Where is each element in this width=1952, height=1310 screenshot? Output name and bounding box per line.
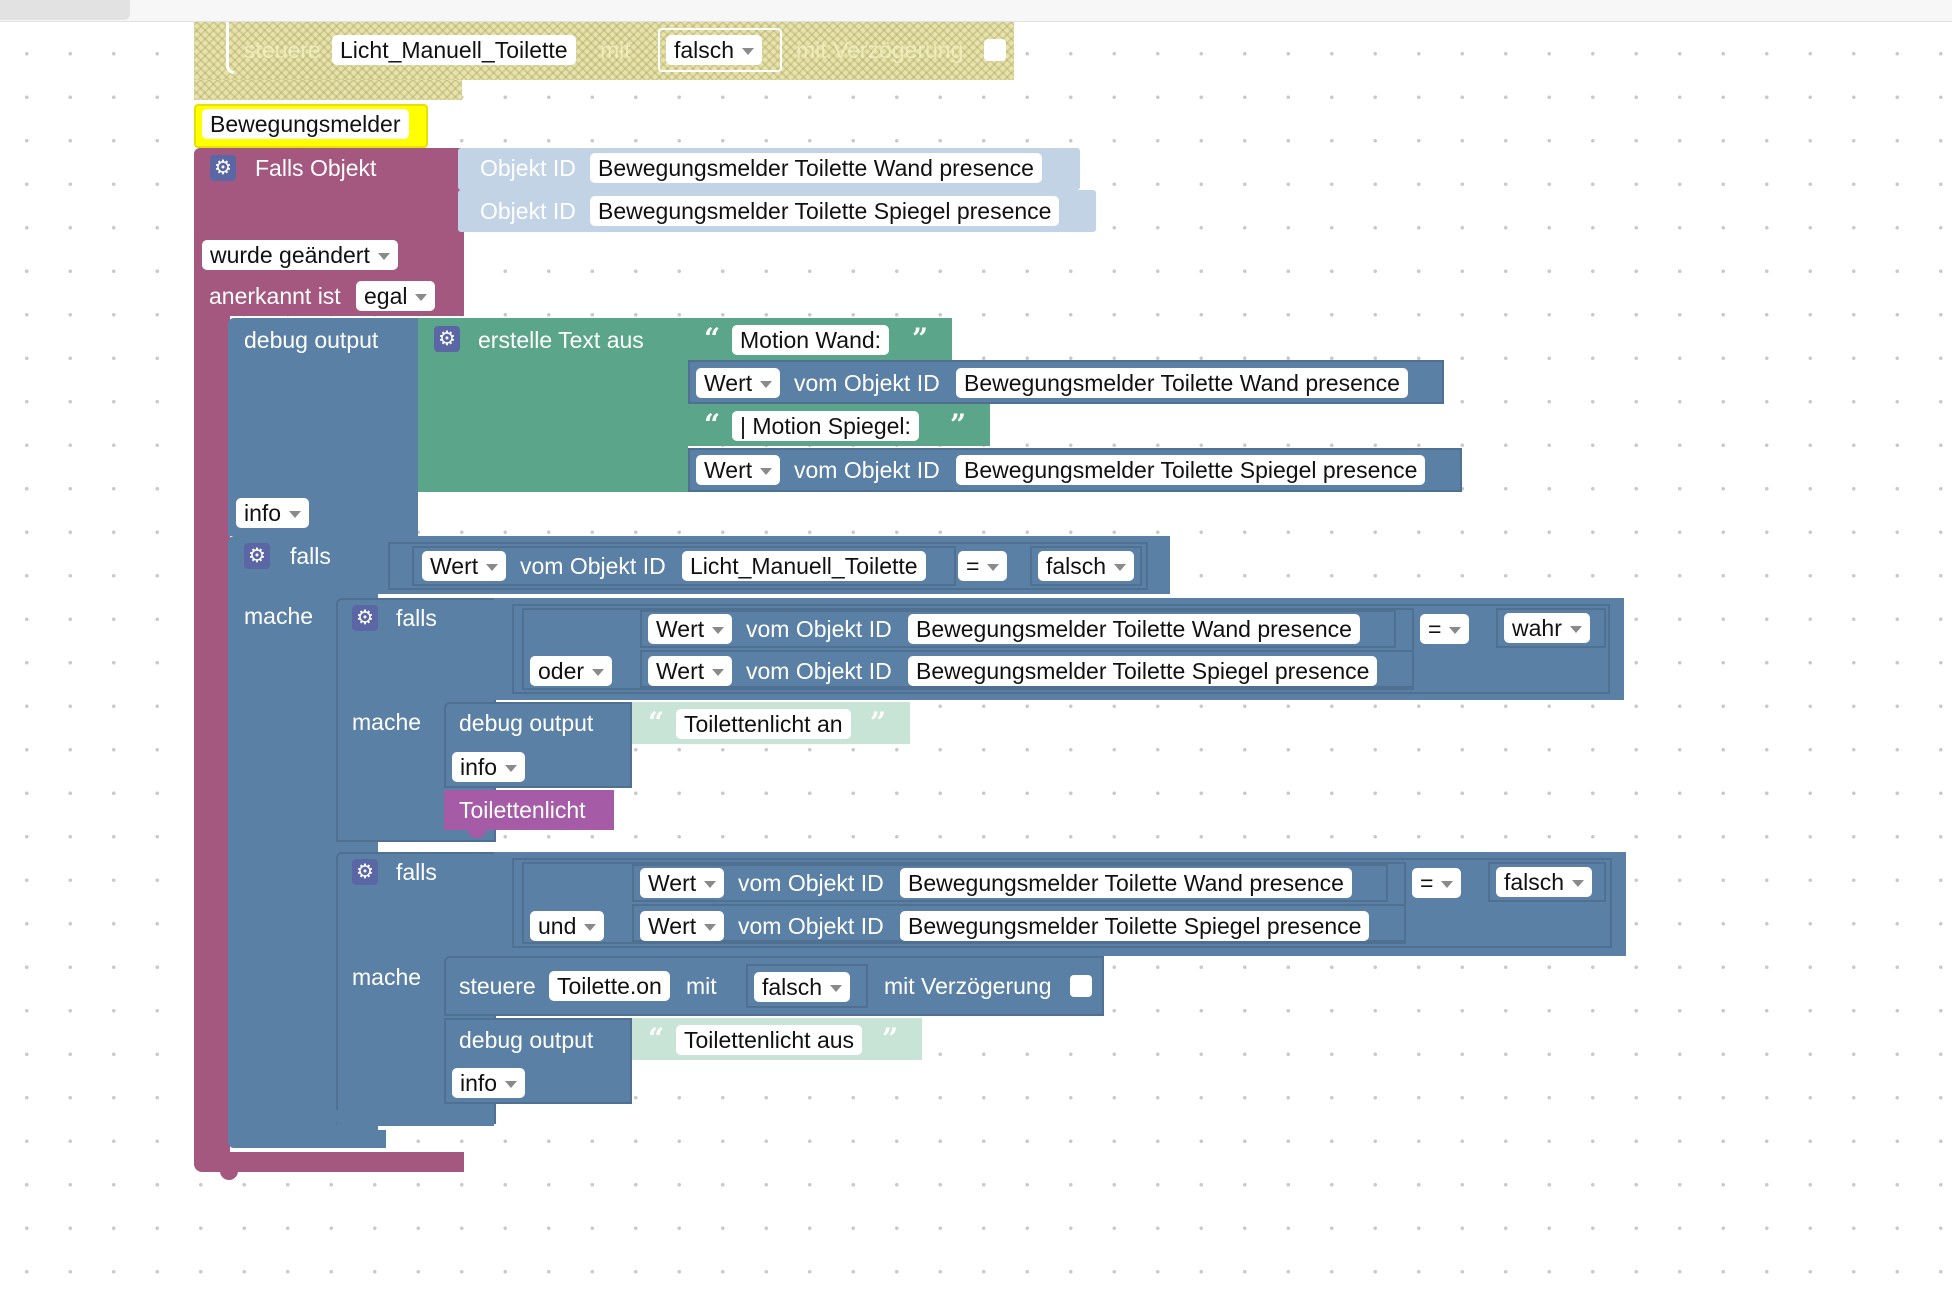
value2-object-field[interactable]: Bewegungsmelder Toilette Spiegel presenc… xyxy=(956,455,1426,485)
if-off-gear-icon[interactable]: ⚙ xyxy=(352,859,378,885)
if-off-control-object-field[interactable]: Toilette.on xyxy=(549,971,670,1001)
top-value-dropdown[interactable]: falsch xyxy=(666,35,763,65)
top-control-label: steuere xyxy=(244,37,321,63)
event-gear-icon[interactable]: ⚙ xyxy=(210,155,236,181)
if-outer-operator-dropdown[interactable]: = xyxy=(958,551,1008,581)
debug1-label: debug output xyxy=(244,327,379,353)
value2-from-label: vom Objekt ID xyxy=(794,457,940,483)
if-on-from2-label: vom Objekt ID xyxy=(746,658,892,684)
if-outer-value-dropdown[interactable]: Wert xyxy=(422,551,507,581)
text2-open-quote-icon: “ xyxy=(704,408,721,441)
if-off-operator-dropdown[interactable]: = xyxy=(1412,868,1462,898)
value1-dropdown[interactable]: Wert xyxy=(696,368,781,398)
if-off-footer xyxy=(336,1110,494,1126)
if-off-value1-dropdown[interactable]: Wert xyxy=(640,868,725,898)
if-off-object2-field[interactable]: Bewegungsmelder Toilette Spiegel presenc… xyxy=(900,911,1370,941)
if-off-open-quote-icon: “ xyxy=(648,1022,665,1055)
if-on-from1-label: vom Objekt ID xyxy=(746,616,892,642)
if-off-with-label: mit xyxy=(686,973,717,999)
if-on-debug-level-dropdown[interactable]: info xyxy=(452,752,526,782)
if-off-object1-field[interactable]: Bewegungsmelder Toilette Wand presence xyxy=(900,868,1352,898)
if-on-logic-dropdown[interactable]: oder xyxy=(530,656,613,686)
if-off-close-quote-icon: ” xyxy=(882,1022,899,1055)
if-on-object2-field[interactable]: Bewegungsmelder Toilette Spiegel presenc… xyxy=(908,656,1378,686)
function-call-notch xyxy=(468,830,486,838)
if-off-delay-checkbox[interactable] xyxy=(1070,975,1092,997)
if-on-do-label: mache xyxy=(352,709,422,735)
if-off-from1-label: vom Objekt ID xyxy=(738,870,884,896)
if-on-debug-label: debug output xyxy=(459,710,594,736)
if-off-do-label: mache xyxy=(352,964,422,990)
trigger-label: Falls Objekt xyxy=(255,155,377,181)
disabled-control-block[interactable] xyxy=(194,22,1014,80)
top-delay-checkbox[interactable] xyxy=(984,39,1006,61)
value1-from-label: vom Objekt ID xyxy=(794,370,940,396)
if-outer-object-field[interactable]: Licht_Manuell_Toilette xyxy=(682,551,926,581)
text2-close-quote-icon: ” xyxy=(950,408,967,441)
event-block-spine xyxy=(194,316,230,1156)
if-off-debug-label: debug output xyxy=(459,1027,594,1053)
if-off-label: falls xyxy=(396,859,437,885)
if-outer-label: falls xyxy=(290,543,331,569)
text1-open-quote-icon: “ xyxy=(704,322,721,355)
top-with-label: mit xyxy=(600,37,631,63)
top-bar xyxy=(0,0,1952,22)
if-on-debug-text-field[interactable]: Toilettenlicht an xyxy=(676,709,851,739)
if-outer-footer xyxy=(228,1130,386,1148)
if-outer-gear-icon[interactable]: ⚙ xyxy=(244,543,270,569)
text1-field[interactable]: Motion Wand: xyxy=(732,325,890,355)
if-off-delay-label: mit Verzögerung xyxy=(884,973,1052,999)
text1-close-quote-icon: ” xyxy=(912,322,929,355)
if-on-gear-icon[interactable]: ⚙ xyxy=(352,605,378,631)
event-block-footer xyxy=(194,1152,464,1172)
text-join-block[interactable] xyxy=(418,318,688,492)
if-off-compare-dropdown[interactable]: falsch xyxy=(1496,867,1593,897)
if-on-compare-dropdown[interactable]: wahr xyxy=(1504,613,1590,643)
if-off-logic-dropdown[interactable]: und xyxy=(530,911,605,941)
disabled-block-bottom xyxy=(194,80,462,100)
function-call-block[interactable] xyxy=(444,790,614,830)
disabled-block-inner-edge xyxy=(226,22,234,74)
function-call-label: Toilettenlicht xyxy=(459,797,586,823)
if-on-value2-dropdown[interactable]: Wert xyxy=(648,656,733,686)
if-outer-compare-dropdown[interactable]: falsch xyxy=(1038,551,1135,581)
if-on-value1-dropdown[interactable]: Wert xyxy=(648,614,733,644)
if-outer-from-label: vom Objekt ID xyxy=(520,553,666,579)
trigger-object-id-label-1: Objekt ID xyxy=(480,155,576,181)
if-off-control-value-dropdown[interactable]: falsch xyxy=(754,972,851,1002)
event-block-notch xyxy=(220,1170,238,1180)
if-on-label: falls xyxy=(396,605,437,631)
top-object-field[interactable]: Licht_Manuell_Toilette xyxy=(332,35,576,65)
if-off-value2-dropdown[interactable]: Wert xyxy=(640,911,725,941)
value2-dropdown[interactable]: Wert xyxy=(696,455,781,485)
top-delay-label: mit Verzögerung xyxy=(796,37,964,63)
if-on-close-quote-icon: ” xyxy=(870,706,887,739)
value1-object-field[interactable]: Bewegungsmelder Toilette Wand presence xyxy=(956,368,1408,398)
if-off-control-label: steuere xyxy=(459,973,536,999)
if-off-debug-text-field[interactable]: Toilettenlicht aus xyxy=(676,1025,863,1055)
if-off-debug-level-dropdown[interactable]: info xyxy=(452,1068,526,1098)
if-on-object1-field[interactable]: Bewegungsmelder Toilette Wand presence xyxy=(908,614,1360,644)
if-outer-do-label: mache xyxy=(244,603,314,629)
ack-dropdown[interactable]: egal xyxy=(356,281,436,311)
top-tab[interactable] xyxy=(0,0,130,20)
trigger-changed-dropdown[interactable]: wurde geändert xyxy=(202,240,398,270)
if-off-from2-label: vom Objekt ID xyxy=(738,913,884,939)
debug1-level-dropdown[interactable]: info xyxy=(236,498,310,528)
trigger-object-id-label-2: Objekt ID xyxy=(480,198,576,224)
trigger-object-field-1[interactable]: Bewegungsmelder Toilette Wand presence xyxy=(590,153,1042,183)
if-on-operator-dropdown[interactable]: = xyxy=(1420,614,1470,644)
if-on-open-quote-icon: “ xyxy=(648,706,665,739)
text-join-gear-icon[interactable]: ⚙ xyxy=(434,326,460,352)
trigger-object-field-2[interactable]: Bewegungsmelder Toilette Spiegel presenc… xyxy=(590,196,1060,226)
top-value-socket xyxy=(658,28,782,72)
text2-field[interactable]: | Motion Spiegel: xyxy=(732,411,919,441)
comment-text[interactable]: Bewegungsmelder xyxy=(202,109,409,139)
ack-label: anerkannt ist xyxy=(209,283,341,309)
text-join-label: erstelle Text aus xyxy=(478,327,644,353)
